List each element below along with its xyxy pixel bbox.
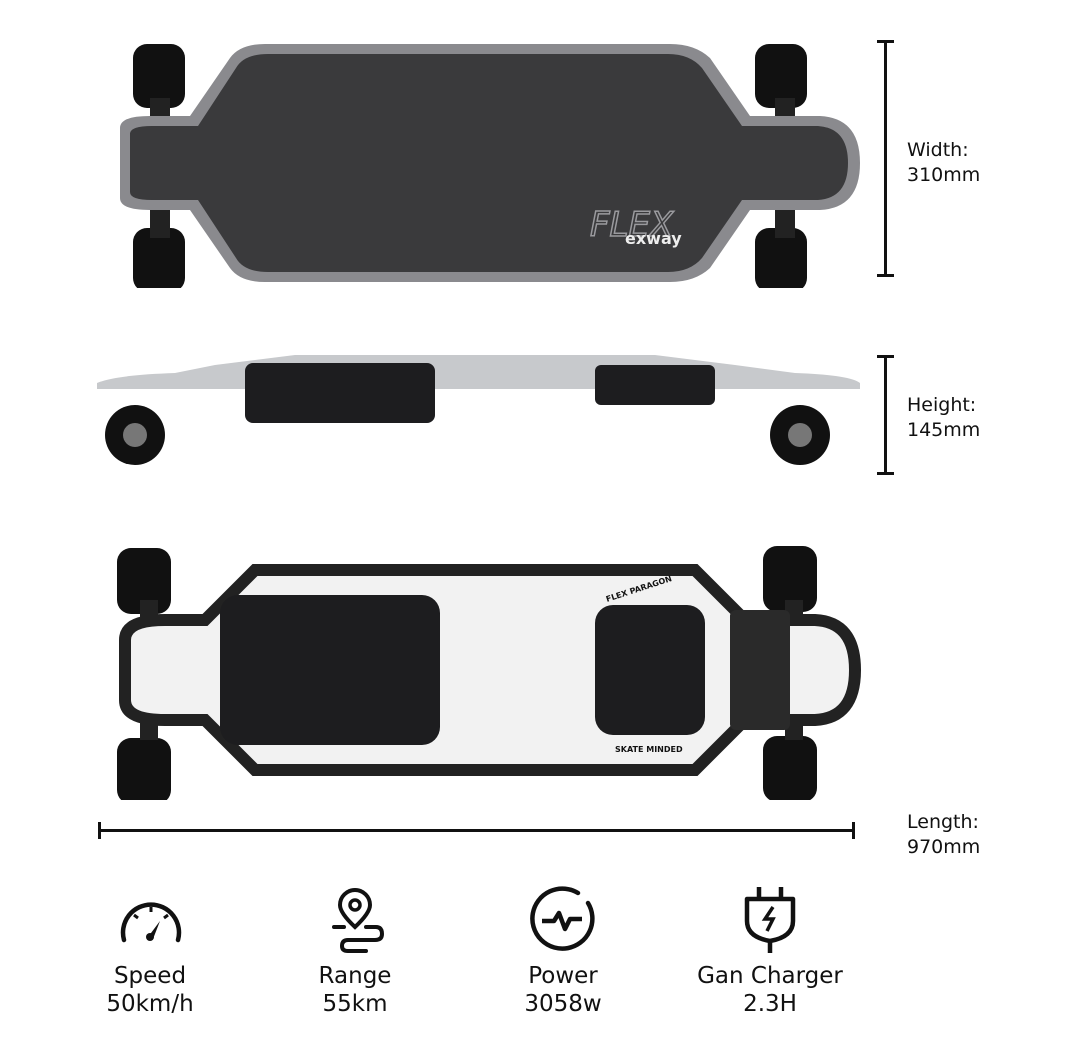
spec-charger: Gan Charger 2.3H	[670, 962, 870, 1018]
battery-enclosure	[220, 595, 440, 745]
spec-label: Range	[318, 963, 392, 989]
deck-logo: exway	[625, 229, 682, 248]
pulse-icon	[530, 886, 595, 951]
length-title: Length:	[907, 811, 979, 833]
height-label: Height: 145mm	[907, 393, 980, 443]
bar-cap	[98, 822, 101, 839]
deck-flex-logo: FLEX	[590, 205, 674, 245]
spec-label: Speed	[113, 963, 187, 989]
length-value: 970mm	[907, 836, 981, 858]
width-label: Width: 310mm	[907, 138, 980, 188]
motor-controller	[595, 605, 705, 735]
bar-cap	[877, 355, 894, 358]
height-value: 145mm	[907, 419, 981, 441]
spec-power: Power 3058w	[463, 962, 663, 1018]
bar-cap	[877, 274, 894, 277]
wheel	[133, 44, 807, 288]
spec-value: 2.3H	[743, 991, 797, 1017]
width-value: 310mm	[907, 164, 981, 186]
board-bottom-view: FLEX PARAGON SKATE MINDED	[117, 546, 862, 800]
length-label: Length: 970mm	[907, 810, 980, 860]
deck-grip	[130, 54, 848, 272]
motor-enclosure	[595, 365, 715, 405]
spec-speed: Speed 50km/h	[50, 962, 250, 1018]
spec-range: Range 55km	[255, 962, 455, 1018]
spec-value: 3058w	[524, 991, 602, 1017]
battery-enclosure	[245, 363, 435, 423]
motor	[730, 610, 790, 730]
plug-charger-icon	[744, 887, 796, 953]
height-dimension-bar	[884, 355, 887, 475]
bar-cap	[852, 822, 855, 839]
width-dimension-bar	[884, 40, 887, 277]
spec-label: Gan Charger	[697, 963, 843, 989]
bar-cap	[877, 472, 894, 475]
length-dimension-bar	[98, 829, 855, 832]
spec-value: 55km	[322, 991, 388, 1017]
speedometer-icon	[120, 902, 182, 943]
board-side-view	[97, 355, 860, 465]
skate-minded-label: SKATE MINDED	[615, 745, 683, 754]
location-route-icon	[332, 888, 385, 953]
width-title: Width:	[907, 139, 969, 161]
spec-label: Power	[528, 963, 598, 989]
wheel	[117, 546, 817, 800]
bar-cap	[877, 40, 894, 43]
height-title: Height:	[907, 394, 977, 416]
board-top-view: FLEX exway	[120, 44, 860, 288]
deck-side	[97, 355, 860, 389]
spec-value: 50km/h	[106, 991, 194, 1017]
